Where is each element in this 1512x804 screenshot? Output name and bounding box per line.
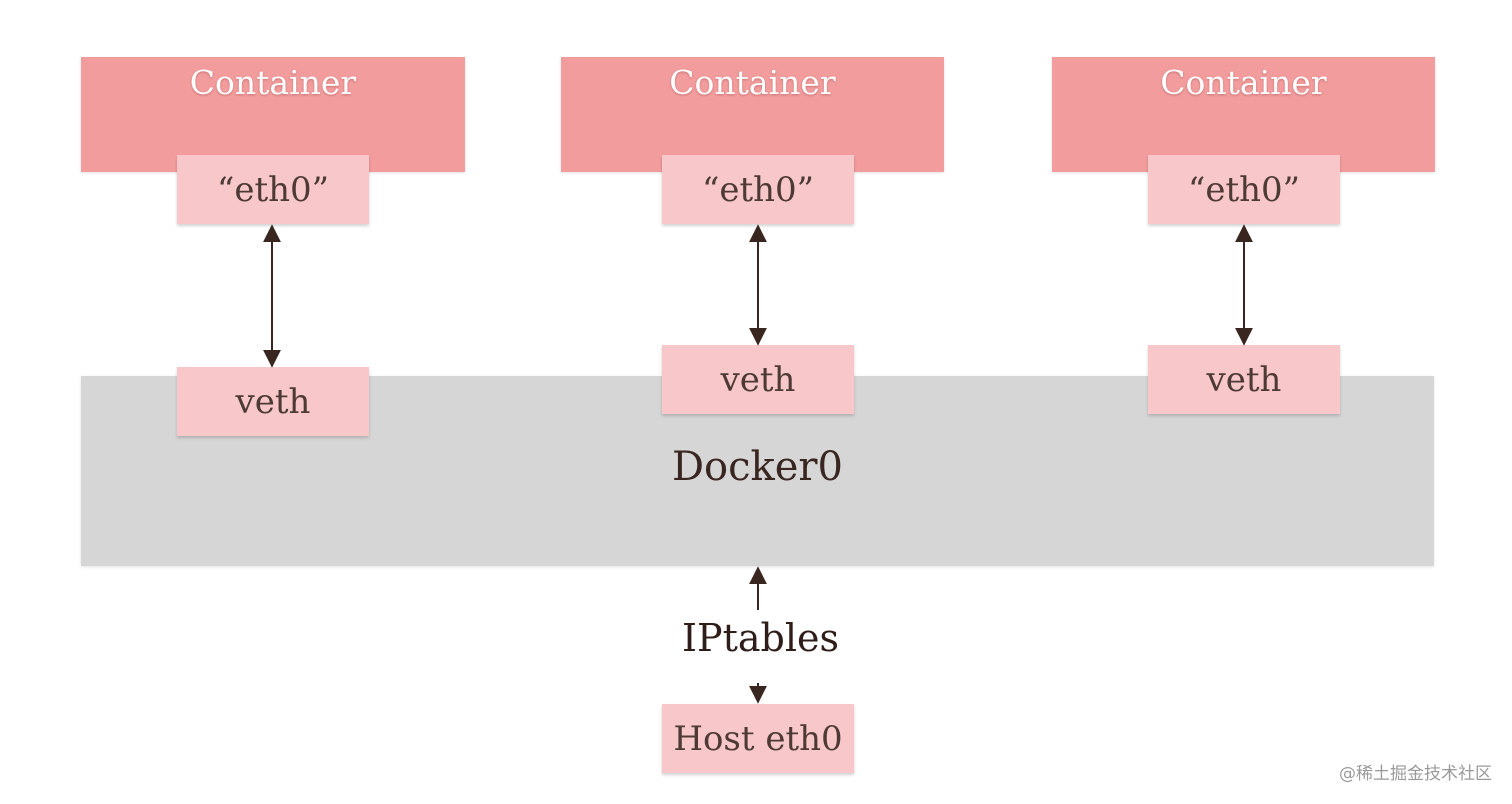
host-eth0: Host eth0 <box>662 704 854 773</box>
host-eth0-label: Host eth0 <box>673 718 843 759</box>
container-1-veth-label: veth <box>235 381 311 422</box>
container-3: Container <box>1052 57 1435 172</box>
docker0-label: Docker0 <box>671 444 844 490</box>
container-2-eth0-label: “eth0” <box>701 169 815 210</box>
container-3-veth: veth <box>1148 345 1340 414</box>
container-2-veth: veth <box>662 345 854 414</box>
container-3-eth0: “eth0” <box>1148 155 1340 224</box>
container-2-title: Container <box>669 63 836 102</box>
watermark: @稀土掘金技术社区 <box>1339 764 1492 784</box>
container-1-eth0-label: “eth0” <box>216 169 330 210</box>
container-2-eth0: “eth0” <box>662 155 854 224</box>
container-3-veth-label: veth <box>1206 359 1282 400</box>
container-2-veth-label: veth <box>720 359 796 400</box>
container-3-eth0-label: “eth0” <box>1187 169 1301 210</box>
container-1-veth: veth <box>177 367 369 436</box>
container-2: Container <box>561 57 944 172</box>
iptables-label: IPtables <box>682 616 839 660</box>
container-1: Container <box>81 57 465 172</box>
container-3-title: Container <box>1160 63 1327 102</box>
container-1-eth0: “eth0” <box>177 155 369 224</box>
container-1-title: Container <box>189 63 357 102</box>
